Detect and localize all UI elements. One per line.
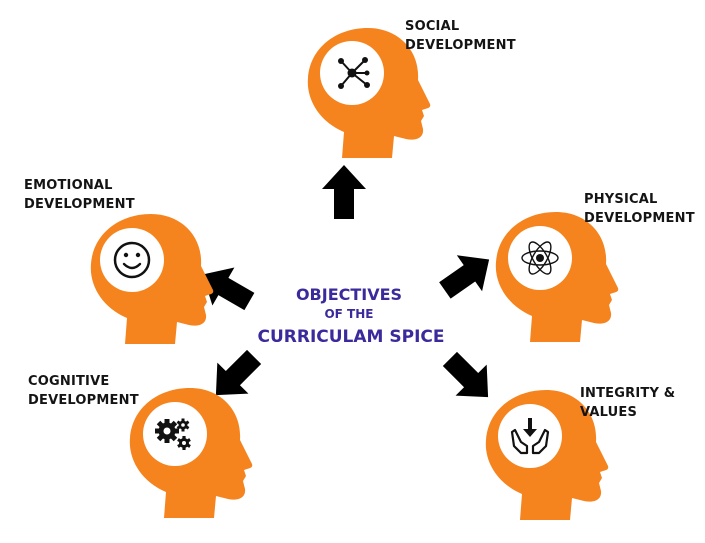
- social-label-line1: SOCIAL: [405, 19, 459, 34]
- atom-icon: [521, 241, 559, 275]
- center-title-line3: CURRICULAM SPICE: [257, 327, 444, 347]
- smiley-icon: [113, 241, 151, 279]
- arrow-right: [432, 241, 502, 309]
- gears-icon: [155, 418, 191, 450]
- node-physical: PHYSICAL DEVELOPMENT: [495, 192, 695, 342]
- emotional-label-line1: EMOTIONAL: [24, 178, 113, 193]
- center-title-line1: OBJECTIVES: [296, 285, 402, 304]
- social-label-line2: DEVELOPMENT: [405, 38, 516, 53]
- integrity-label-line1: INTEGRITY &: [580, 386, 675, 401]
- physical-label-line1: PHYSICAL: [584, 192, 658, 207]
- hands-icon: [510, 418, 550, 455]
- center-title: OBJECTIVES OF THE CURRICULAM SPICE: [257, 285, 444, 347]
- network-icon: [338, 57, 370, 89]
- center-title-line2: OF THE: [324, 307, 373, 321]
- arrow-up: [322, 165, 366, 219]
- node-cognitive: COGNITIVE DEVELOPMENT: [28, 374, 253, 518]
- integrity-label-line2: VALUES: [580, 405, 637, 420]
- physical-label-line2: DEVELOPMENT: [584, 211, 695, 226]
- head-circle: [143, 402, 207, 466]
- cognitive-label-line1: COGNITIVE: [28, 374, 109, 389]
- node-social: SOCIAL DEVELOPMENT: [307, 19, 516, 158]
- cognitive-label-line2: DEVELOPMENT: [28, 393, 139, 408]
- arrow-down-right: [434, 343, 504, 413]
- head-circle: [100, 228, 164, 292]
- node-integrity: INTEGRITY & VALUES: [485, 386, 675, 520]
- emotional-label-line2: DEVELOPMENT: [24, 197, 135, 212]
- node-emotional: EMOTIONAL DEVELOPMENT: [24, 178, 214, 344]
